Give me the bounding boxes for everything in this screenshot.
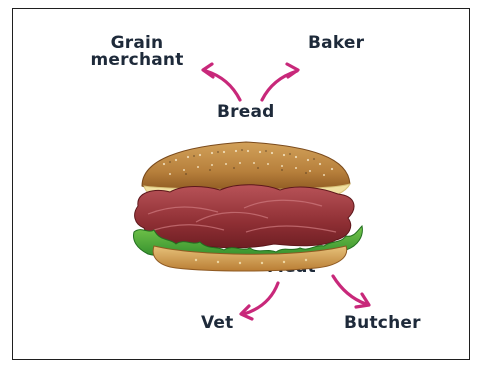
sandwich-image bbox=[126, 134, 366, 272]
arrow-meat-to-butcher-shaft bbox=[333, 276, 366, 304]
bread-top-bun bbox=[142, 142, 350, 191]
meat-layer bbox=[135, 185, 354, 248]
